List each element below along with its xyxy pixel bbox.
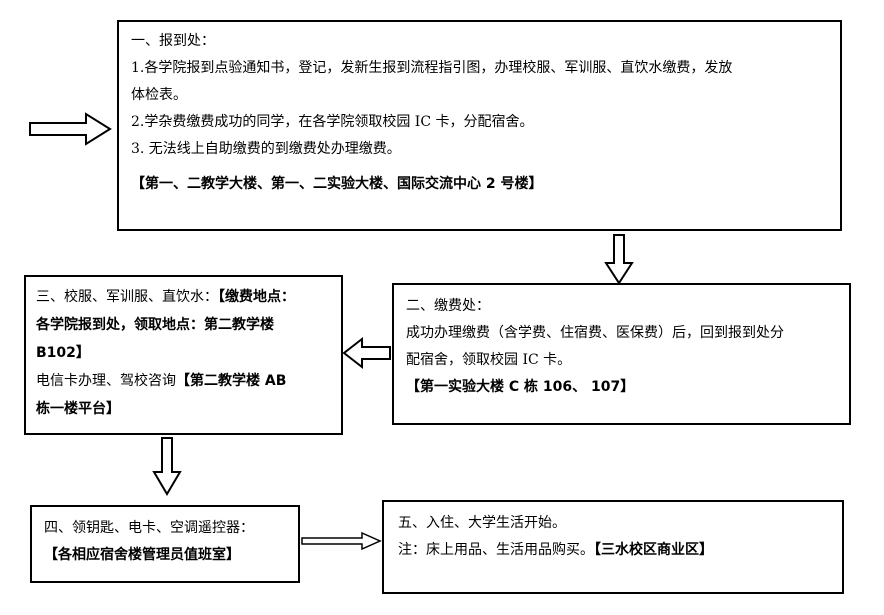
step1-registration-box: 一、报到处： 1.各学院报到点验通知书，登记，发新生报到流程指引图，办理校服、军… bbox=[117, 20, 842, 231]
step1-line1: 1.各学院报到点验通知书，登记，发新生报到流程指引图，办理校服、军训服、直饮水缴… bbox=[131, 60, 733, 76]
step3-line2: 电信卡办理、驾校咨询【第二教学楼 AB bbox=[36, 367, 331, 395]
step5-title: 五、入住、大学生活开始。 bbox=[398, 515, 566, 531]
step1-title: 一、报到处： bbox=[131, 33, 215, 49]
step5-checkin-box: 五、入住、大学生活开始。 注：床上用品、生活用品购买。【三水校区商业区】 bbox=[382, 500, 844, 594]
arrow-step4-to-step5 bbox=[301, 531, 382, 551]
step2-payment-box: 二、缴费处： 成功办理缴费（含学费、住宿费、医保费）后，回到报到处分 配宿舍，领… bbox=[392, 283, 851, 425]
step4-location: 【各相应宿舍楼管理员值班室】 bbox=[44, 547, 240, 563]
step3-location-part5: 栋一楼平台】 bbox=[36, 401, 120, 417]
step2-line1-cont: 配宿舍，领取校园 IC 卡。 bbox=[406, 352, 572, 368]
step3-prefix: 三、校服、军训服、直饮水： bbox=[36, 289, 218, 305]
step3-uniform-box: 三、校服、军训服、直饮水：【缴费地点： 各学院报到处，领取地点：第二教学楼 B1… bbox=[24, 275, 343, 435]
step2-line1: 成功办理缴费（含学费、住宿费、医保费）后，回到报到处分 bbox=[406, 325, 784, 341]
step5-note: 注：床上用品、生活用品购买。 bbox=[398, 542, 594, 558]
step1-location: 【第一、二教学大楼、第一、二实验大楼、国际交流中心 2 号楼】 bbox=[131, 176, 543, 192]
step3-telecom-text: 电信卡办理、驾校咨询 bbox=[36, 373, 176, 389]
arrow-step3-to-step4 bbox=[152, 437, 182, 496]
arrow-into-step1 bbox=[29, 112, 112, 146]
step5-location: 【三水校区商业区】 bbox=[594, 542, 713, 558]
step3-location-part1: 【缴费地点： bbox=[218, 289, 295, 305]
step3-location-part2: 各学院报到处，领取地点：第二教学楼 bbox=[36, 317, 274, 333]
step1-line1-cont: 体检表。 bbox=[131, 87, 187, 103]
step2-title: 二、缴费处： bbox=[406, 298, 490, 314]
step5-note-line: 注：床上用品、生活用品购买。【三水校区商业区】 bbox=[398, 537, 828, 564]
step1-line3: 3. 无法线上自助缴费的到缴费处办理缴费。 bbox=[131, 141, 401, 157]
step4-keys-box: 四、领钥匙、电卡、空调遥控器： 【各相应宿舍楼管理员值班室】 bbox=[30, 505, 300, 583]
arrow-step2-to-step3 bbox=[342, 336, 391, 370]
step1-line2: 2.学杂费缴费成功的同学，在各学院领取校园 IC 卡，分配宿舍。 bbox=[131, 114, 534, 130]
step4-title: 四、领钥匙、电卡、空调遥控器： bbox=[44, 520, 254, 536]
step3-location-part3: B102】 bbox=[36, 345, 90, 361]
arrow-step1-to-step2 bbox=[604, 234, 634, 285]
step3-line1: 三、校服、军训服、直饮水：【缴费地点： bbox=[36, 283, 331, 311]
step3-location-part4: 【第二教学楼 AB bbox=[176, 373, 287, 389]
step2-location: 【第一实验大楼 C 栋 106、 107】 bbox=[406, 379, 635, 395]
